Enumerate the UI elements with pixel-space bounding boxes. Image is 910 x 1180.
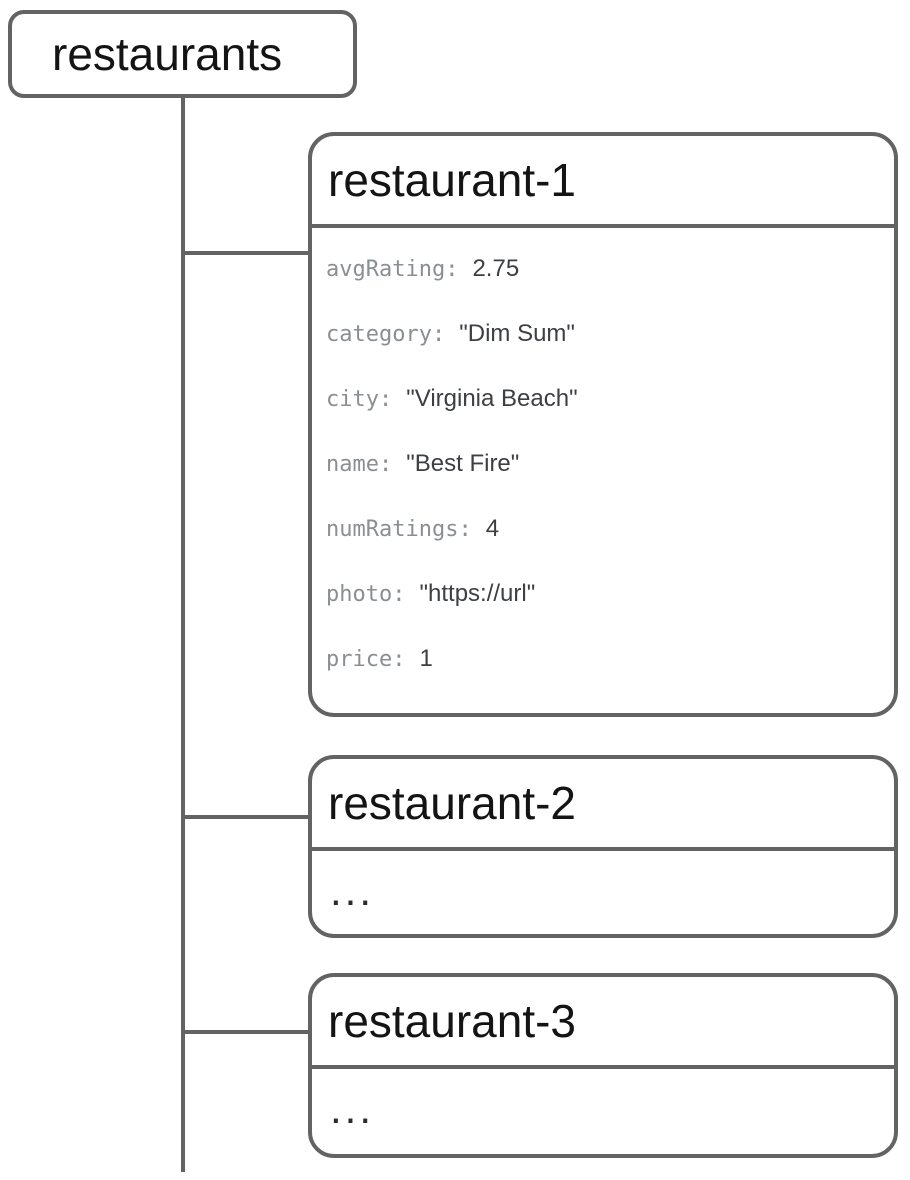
field-value: "https://url" bbox=[419, 580, 536, 607]
field-key: avgRating: bbox=[326, 256, 459, 282]
card-header: restaurant-2 bbox=[312, 759, 894, 851]
connector-line-restaurant-3 bbox=[183, 1030, 310, 1034]
field-key: city: bbox=[326, 386, 393, 412]
connector-line-restaurant-1 bbox=[183, 251, 310, 255]
field-row-photo: photo: "https://url" bbox=[326, 579, 884, 609]
field-row-city: city: "Virginia Beach" bbox=[326, 384, 884, 414]
document-card-restaurant-2: restaurant-2 ... bbox=[308, 755, 898, 938]
field-value: 2.75 bbox=[472, 255, 520, 282]
field-key: category: bbox=[326, 321, 446, 347]
field-row-price: price: 1 bbox=[326, 644, 884, 674]
field-row-name: name: "Best Fire" bbox=[326, 449, 884, 479]
field-value: 1 bbox=[419, 645, 433, 672]
card-title: restaurant-3 bbox=[328, 995, 577, 1047]
card-ellipsis: ... bbox=[330, 866, 375, 914]
trunk-line bbox=[181, 94, 185, 1172]
document-card-restaurant-3: restaurant-3 ... bbox=[308, 973, 898, 1158]
connector-line-restaurant-2 bbox=[183, 815, 310, 819]
field-value: "Dim Sum" bbox=[459, 320, 575, 347]
root-node-restaurants: restaurants bbox=[8, 10, 357, 98]
field-key: price: bbox=[326, 646, 406, 672]
card-header: restaurant-1 bbox=[312, 136, 894, 228]
field-row-avgRating: avgRating: 2.75 bbox=[326, 254, 884, 284]
card-title: restaurant-1 bbox=[328, 154, 577, 206]
document-card-restaurant-1: restaurant-1 avgRating: 2.75 category: "… bbox=[308, 132, 898, 717]
field-key: numRatings: bbox=[326, 516, 472, 542]
card-ellipsis: ... bbox=[330, 1084, 375, 1132]
field-value: "Virginia Beach" bbox=[406, 385, 578, 412]
field-value: "Best Fire" bbox=[406, 450, 520, 477]
field-key: name: bbox=[326, 451, 393, 477]
card-header: restaurant-3 bbox=[312, 977, 894, 1069]
field-key: photo: bbox=[326, 581, 406, 607]
field-row-category: category: "Dim Sum" bbox=[326, 319, 884, 349]
card-fields: avgRating: 2.75 category: "Dim Sum" city… bbox=[312, 228, 894, 674]
field-row-numRatings: numRatings: 4 bbox=[326, 514, 884, 544]
card-title: restaurant-2 bbox=[328, 777, 577, 829]
field-value: 4 bbox=[485, 515, 500, 542]
root-node-label: restaurants bbox=[52, 28, 283, 80]
